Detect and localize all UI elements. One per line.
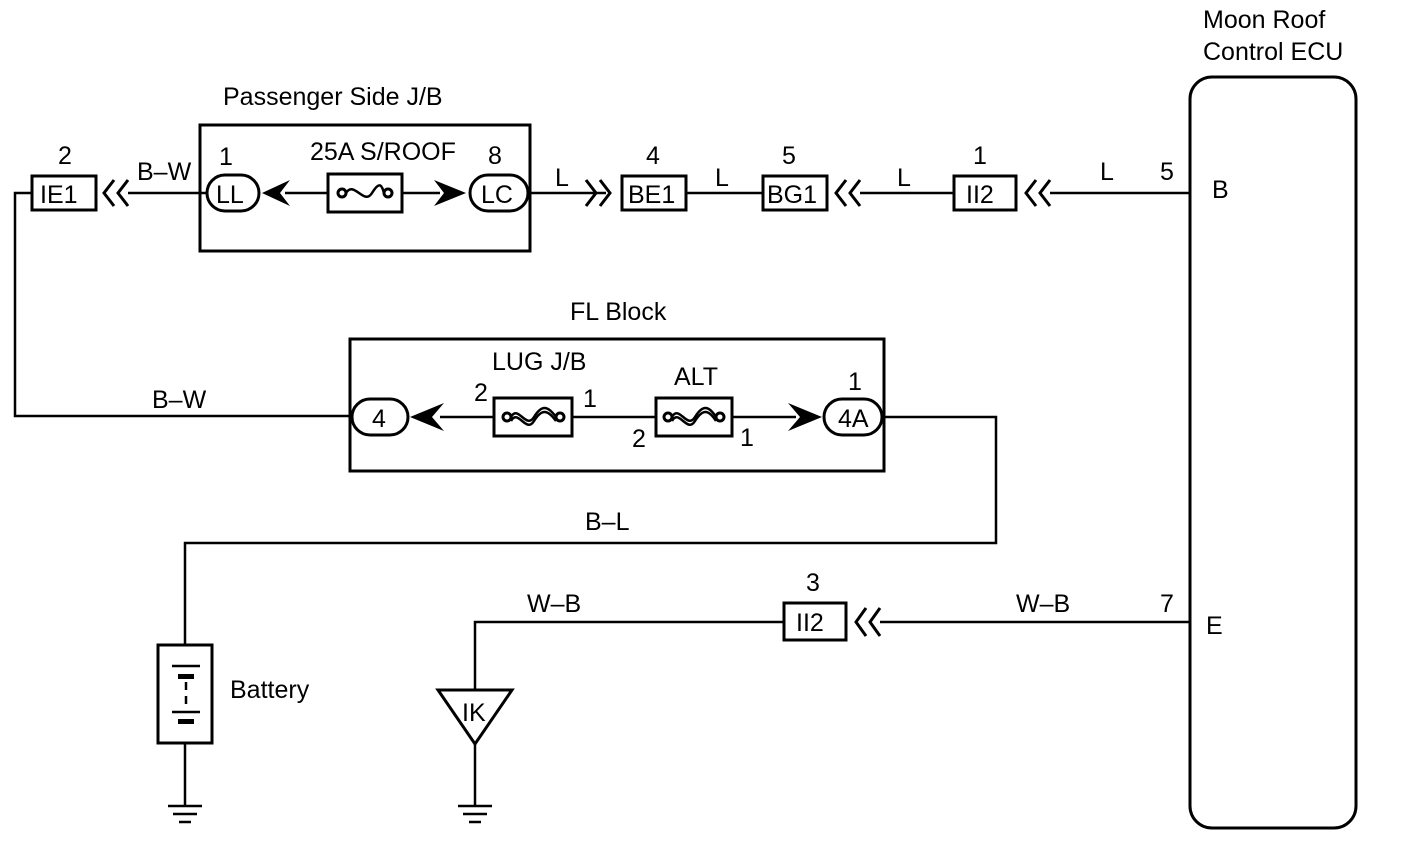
lug-jb-label: LUG J/B <box>492 348 586 376</box>
wire-color-ie1-ll: B–W <box>137 158 192 186</box>
ll-label: LL <box>216 181 244 209</box>
fl-4-label: 4 <box>372 405 386 433</box>
fl-block-title: FL Block <box>570 298 667 326</box>
ie1-fl-wire: B–W <box>13 191 350 418</box>
passenger-side-jb: Passenger Side J/B 1 LL 25A S/ROOF 8 LC <box>198 83 532 253</box>
fl-battery-wire: B–L <box>183 415 998 645</box>
bg1-connector <box>761 174 829 212</box>
be1-pin: 4 <box>646 142 660 170</box>
ii2-top-pin: 1 <box>973 142 987 170</box>
lc-be1-wire: L <box>528 164 612 207</box>
lc-label: LC <box>481 181 513 209</box>
fl-4-terminal-arrow <box>410 403 444 431</box>
ecu-e-pin: 7 <box>1160 590 1174 618</box>
moon-roof-control-ecu: Moon Roof Control ECU B E <box>1188 6 1358 830</box>
ie1-pin: 2 <box>58 142 72 170</box>
passenger-jb-box <box>198 123 532 253</box>
wire-color-be1-bg1: L <box>715 164 729 192</box>
ii2-top-connector <box>952 174 1018 212</box>
be1-label: BE1 <box>628 181 675 209</box>
alt-label: ALT <box>674 363 718 391</box>
fuse-sroof-label: 25A S/ROOF <box>310 138 456 166</box>
wire-color-bg1-ii2: L <box>897 164 911 192</box>
fl-block: FL Block 4 LUG J/B 2 1 ALT 2 1 1 4A <box>348 298 886 473</box>
ii2-bottom-pin: 3 <box>806 569 820 597</box>
wire-color-battery: B–L <box>585 508 630 536</box>
ii2-top-label: II2 <box>966 181 994 209</box>
ecu-terminal-b: B <box>1212 176 1229 204</box>
ie1-label: IE1 <box>40 181 78 209</box>
ik-ground-triangle <box>435 688 515 747</box>
wire-color-ii2-ecu: L <box>1100 158 1114 186</box>
lug-pin-left: 2 <box>474 379 488 407</box>
wire-color-lc-be1: L <box>555 164 569 192</box>
ik-label: IK <box>462 699 486 727</box>
lc-pin: 8 <box>488 142 502 170</box>
wire-color-ii2-ecu-e: W–B <box>1016 590 1070 618</box>
ground-ik: W–B IK <box>435 590 784 824</box>
ii2-top-connector-group: 1 II2 L 5 <box>952 142 1190 212</box>
fl-4a-pin: 1 <box>848 368 862 396</box>
ecu-body <box>1188 75 1358 830</box>
ecu-title-line1: Moon Roof <box>1203 6 1325 34</box>
bg1-pin: 5 <box>782 142 796 170</box>
bg1-label: BG1 <box>767 181 817 209</box>
battery: Battery <box>156 643 310 824</box>
fl-4-connector <box>350 397 410 437</box>
battery-box <box>156 643 214 745</box>
ll-terminal-arrow <box>262 180 290 206</box>
lug-pin-right: 1 <box>583 385 597 413</box>
battery-label: Battery <box>230 676 310 704</box>
bg1-connector-group: 5 BG1 L <box>761 142 954 212</box>
ii2-bottom-label: II2 <box>796 609 824 637</box>
ecu-terminal-e: E <box>1206 612 1223 640</box>
fl-4a-terminal-arrow <box>788 403 822 431</box>
fl-4a-label: 4A <box>838 405 869 433</box>
passenger-jb-title: Passenger Side J/B <box>223 83 443 111</box>
wire-color-fl-left: B–W <box>152 386 207 414</box>
ie1-connector-group: 2 IE1 B–W <box>30 142 207 212</box>
ii2-bottom-connector <box>782 601 848 642</box>
be1-connector-group: 4 BE1 L <box>620 142 763 212</box>
alt-pin-left: 2 <box>632 425 646 453</box>
ll-pin: 1 <box>219 143 233 171</box>
wire-color-ik: W–B <box>527 590 581 618</box>
alt-pin-right: 1 <box>740 424 754 452</box>
fl-block-box <box>348 337 886 473</box>
ii2-bottom-connector-group: 3 II2 W–B 7 <box>782 569 1190 642</box>
lc-terminal-arrow <box>434 180 466 206</box>
ecu-b-pin: 5 <box>1160 158 1174 186</box>
ecu-title-line2: Control ECU <box>1203 38 1343 66</box>
